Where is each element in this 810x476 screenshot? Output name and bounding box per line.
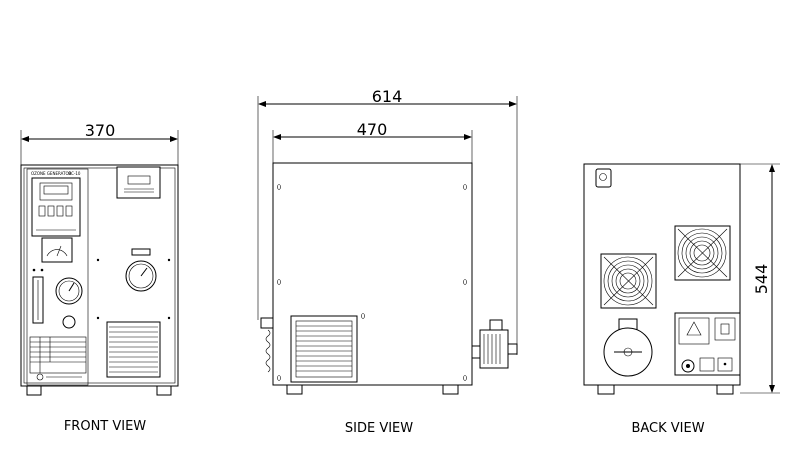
side-view: 614 470 <box>257 87 518 395</box>
back-top-port <box>595 168 612 188</box>
side-view-label: SIDE VIEW <box>345 421 413 436</box>
front-width-value: 370 <box>85 121 116 140</box>
side-foot-right <box>442 384 459 395</box>
back-fan-left <box>600 253 657 309</box>
side-body-dimension: 470 <box>272 120 473 166</box>
side-overall-dimension: 614 <box>257 87 518 355</box>
ozone-meter <box>116 166 161 199</box>
back-fan-right <box>674 225 731 281</box>
side-foot-left <box>286 384 303 395</box>
back-foot-left <box>597 384 615 395</box>
back-round-fitting <box>603 318 653 377</box>
spec-label <box>29 336 87 374</box>
power-knob <box>62 315 76 329</box>
back-view-label: BACK VIEW <box>631 421 704 436</box>
side-mount-holes <box>277 184 467 381</box>
side-front-fitting <box>260 317 274 329</box>
back-foot-right <box>716 384 734 395</box>
side-overall-value: 614 <box>372 87 403 106</box>
back-height-value: 544 <box>752 264 771 295</box>
back-view: 544 <box>583 163 780 395</box>
side-body-value: 470 <box>357 120 388 139</box>
panel-title: OZONE GENERATOR <box>31 171 72 176</box>
front-width-dimension: 370 <box>20 121 179 168</box>
back-electrical-panel <box>674 312 741 376</box>
side-rear-connector <box>471 319 518 369</box>
front-view: 370 OZONE GENERATOR OC-10 <box>20 121 179 396</box>
front-vent <box>106 321 161 378</box>
front-view-label: FRONT VIEW <box>64 419 146 434</box>
front-foot-left <box>26 385 42 396</box>
front-control-panel <box>26 168 89 386</box>
ammeter <box>41 237 73 263</box>
panel-model: OC-10 <box>68 171 81 176</box>
back-height-dimension: 544 <box>740 163 780 394</box>
front-foot-right <box>156 385 172 396</box>
